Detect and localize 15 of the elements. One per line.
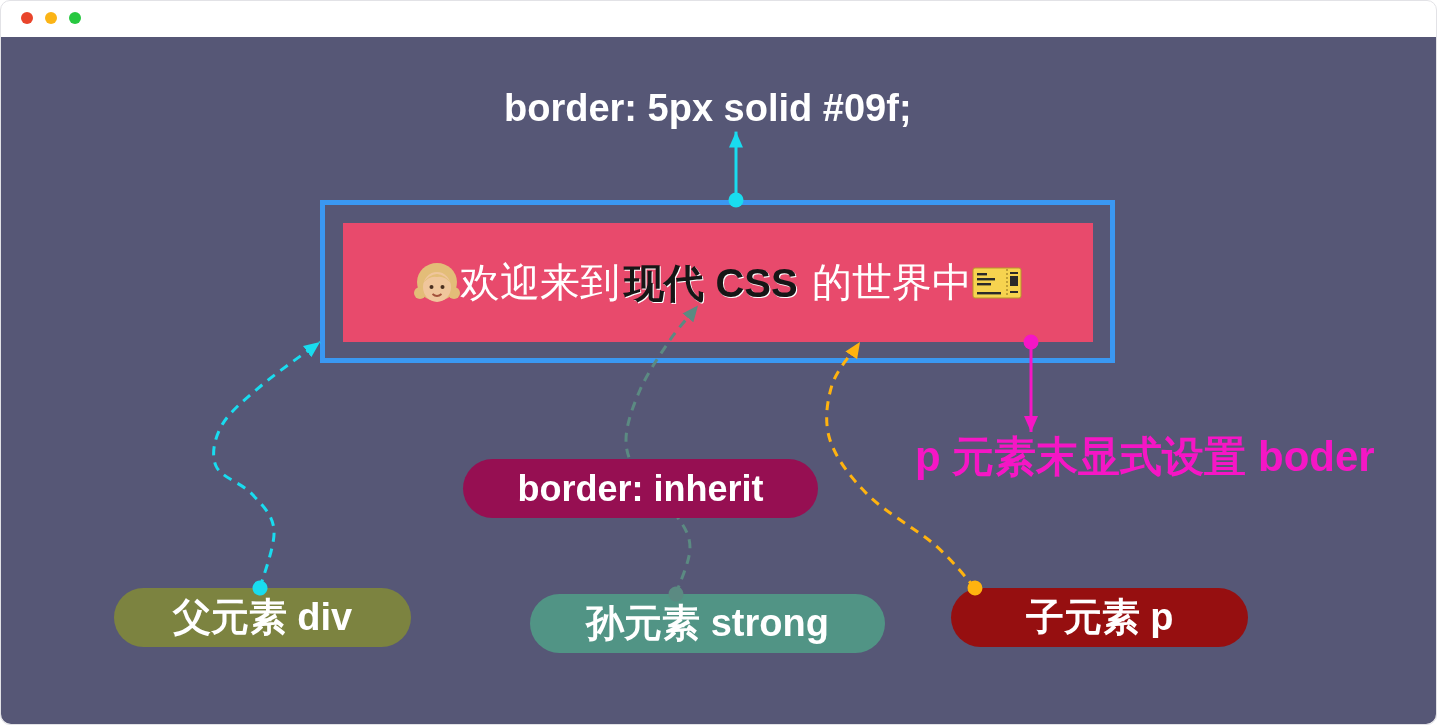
element-tag: 子元素 p — [951, 588, 1248, 647]
element-tag: 父元素 div — [114, 588, 411, 647]
paragraph-text: 的世界中 — [811, 259, 972, 306]
bold-text: 现代 CSS — [624, 259, 798, 306]
dashed-arrow — [212, 340, 321, 596]
arrow — [1023, 334, 1039, 432]
note-text: p 元素末显式设置 boder — [915, 432, 1375, 483]
dashed-arrow — [825, 341, 983, 596]
arrow — [728, 131, 744, 208]
edge-label: border: inherit — [463, 459, 818, 518]
code-text: border: 5px solid #09f; — [504, 86, 912, 132]
paragraph-box — [343, 223, 1093, 342]
container-box — [320, 200, 1115, 363]
paragraph-text: 欢迎来到 — [460, 259, 621, 306]
element-tag: 孙元素 strong — [530, 594, 885, 653]
